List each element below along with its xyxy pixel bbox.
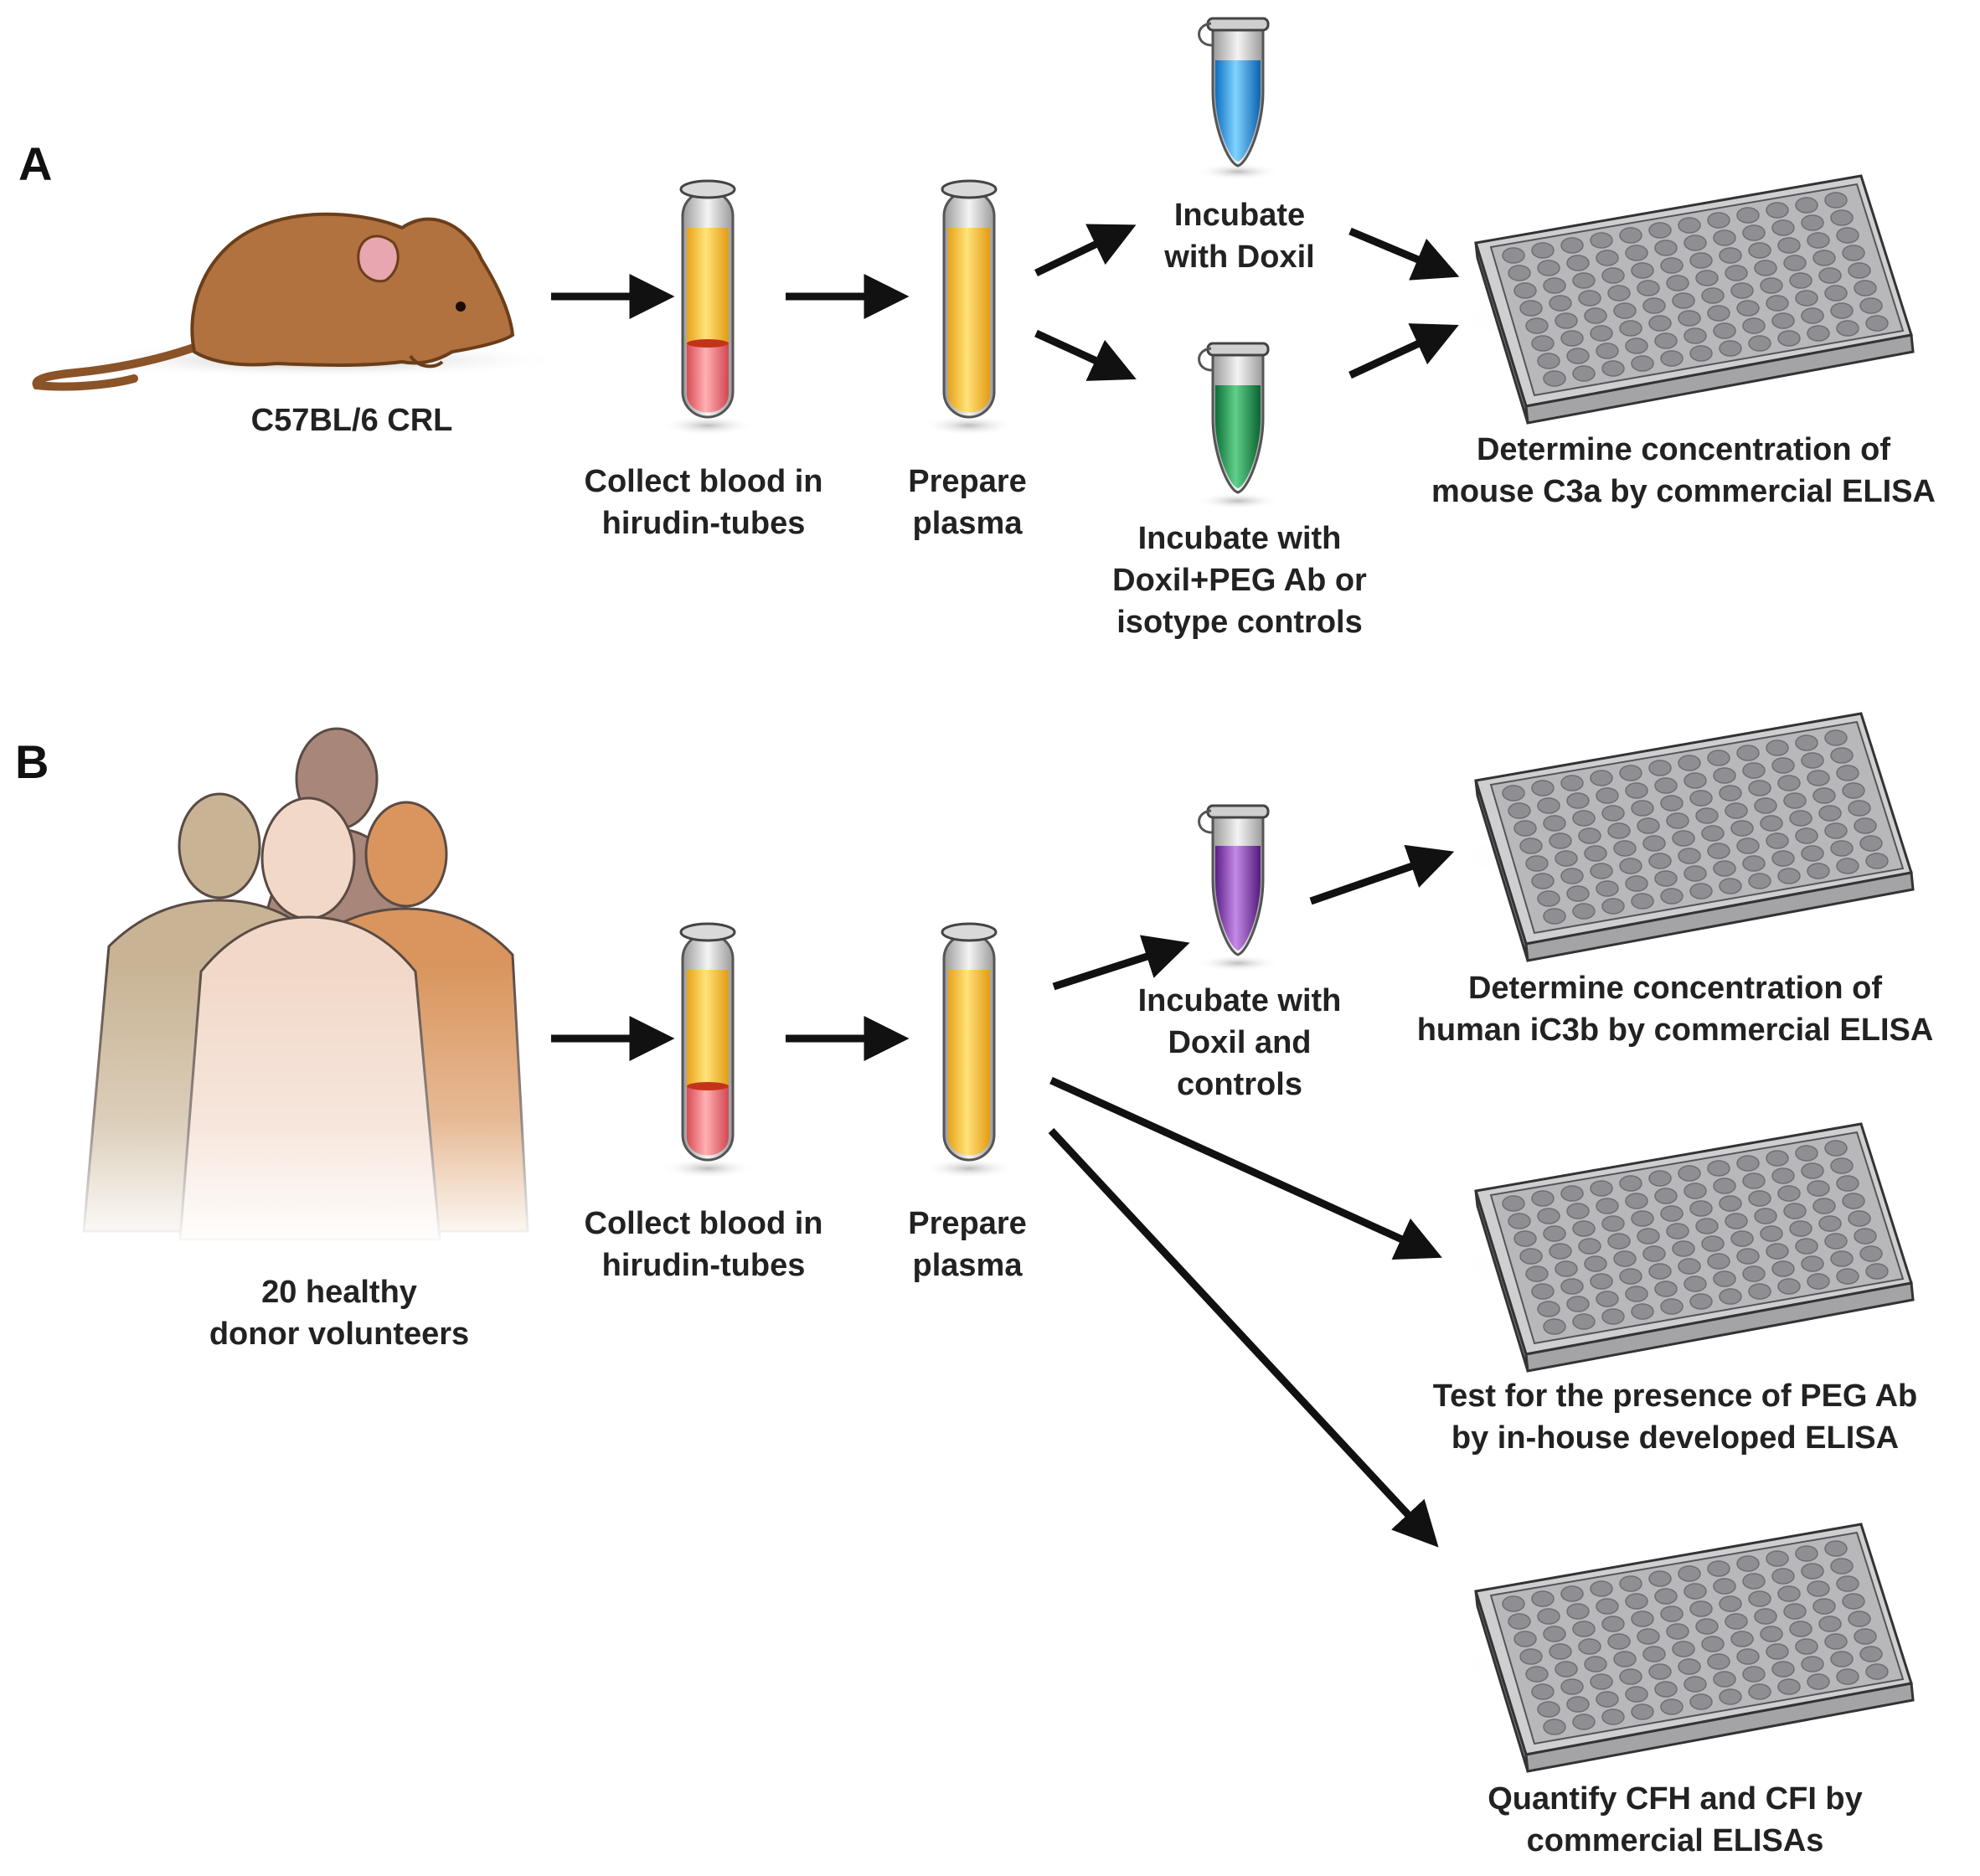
label-line: Determine concentration of bbox=[1467, 971, 1883, 1006]
collect-blood-label-a: Collect blood in hirudin-tubes bbox=[536, 461, 871, 544]
mouse-strain-label: C57BL/6 CRL bbox=[184, 399, 519, 441]
arrow-icon bbox=[551, 844, 1455, 1548]
label-line: Incubate with bbox=[1137, 983, 1342, 1018]
elisa-plate-icon bbox=[1449, 712, 1915, 962]
panel-label-b: B bbox=[15, 735, 49, 788]
elisa-plate-icon bbox=[1449, 1122, 1915, 1373]
label-line: Prepare bbox=[908, 464, 1027, 499]
microtube-icon bbox=[1196, 804, 1280, 972]
label-line: Test for the presence of PEG Ab bbox=[1432, 1379, 1918, 1414]
incubate-doxil-label: Incubate with Doxil bbox=[1114, 194, 1365, 278]
label-line: by in-house developed ELISA bbox=[1451, 1420, 1900, 1456]
elisa-ic3b-label: Determine concentration of human iC3b by… bbox=[1382, 967, 1968, 1051]
label-line: hirudin-tubes bbox=[601, 506, 806, 541]
human-silhouettes-icon bbox=[67, 727, 553, 1248]
collect-blood-label-b: Collect blood in hirudin-tubes bbox=[536, 1203, 871, 1286]
panel-label-a: A bbox=[18, 137, 53, 190]
microtube-icon bbox=[1196, 342, 1280, 509]
incubate-peg-label: Incubate with Doxil+PEG Ab or isotype co… bbox=[1072, 518, 1407, 643]
elisa-plate-icon bbox=[1449, 1523, 1915, 1773]
label-line: Doxil and bbox=[1168, 1025, 1312, 1060]
blood-tube-icon bbox=[662, 922, 754, 1178]
prepare-plasma-label-b: Prepare plasma bbox=[863, 1203, 1072, 1286]
incubate-controls-label: Incubate with Doxil and controls bbox=[1072, 980, 1407, 1106]
label-line: Collect blood in bbox=[584, 1206, 823, 1241]
mouse-icon bbox=[32, 212, 570, 391]
label-line: mouse C3a by commercial ELISA bbox=[1431, 474, 1936, 509]
label-line: Quantify CFH and CFI by bbox=[1488, 1781, 1863, 1817]
label-line: donor volunteers bbox=[209, 1317, 470, 1352]
microtube-icon bbox=[1196, 17, 1280, 180]
label-line: plasma bbox=[912, 1248, 1023, 1283]
elisa-plate-icon bbox=[1449, 174, 1915, 425]
plasma-tube-icon bbox=[923, 179, 1015, 436]
label-line: C57BL/6 CRL bbox=[250, 403, 453, 438]
prepare-plasma-label-a: Prepare plasma bbox=[863, 461, 1072, 544]
label-line: Prepare bbox=[908, 1206, 1027, 1241]
elisa-cfh-cfi-label: Quantify CFH and CFI by commercial ELISA… bbox=[1382, 1778, 1968, 1862]
label-line: hirudin-tubes bbox=[601, 1248, 806, 1283]
label-line: human iC3b by commercial ELISA bbox=[1416, 1013, 1934, 1048]
label-line: plasma bbox=[912, 506, 1023, 541]
label-line: Incubate bbox=[1173, 198, 1306, 233]
label-line: 20 healthy bbox=[261, 1275, 417, 1310]
label-line: Collect blood in bbox=[584, 464, 823, 499]
elisa-c3a-label: Determine concentration of mouse C3a by … bbox=[1390, 429, 1977, 513]
elisa-peg-ab-label: Test for the presence of PEG Ab by in-ho… bbox=[1382, 1375, 1968, 1459]
label-line: Doxil+PEG Ab or bbox=[1112, 563, 1367, 598]
label-line: with Doxil bbox=[1164, 240, 1315, 275]
blood-tube-icon bbox=[662, 179, 754, 436]
arrow-icon bbox=[551, 224, 1460, 381]
label-line: commercial ELISAs bbox=[1526, 1823, 1824, 1858]
label-line: Incubate with bbox=[1137, 521, 1342, 556]
plasma-tube-icon bbox=[923, 922, 1015, 1178]
donor-label: 20 healthy donor volunteers bbox=[163, 1271, 515, 1355]
label-line: controls bbox=[1177, 1067, 1302, 1102]
label-line: Determine concentration of bbox=[1476, 432, 1891, 467]
label-line: isotype controls bbox=[1116, 605, 1363, 640]
